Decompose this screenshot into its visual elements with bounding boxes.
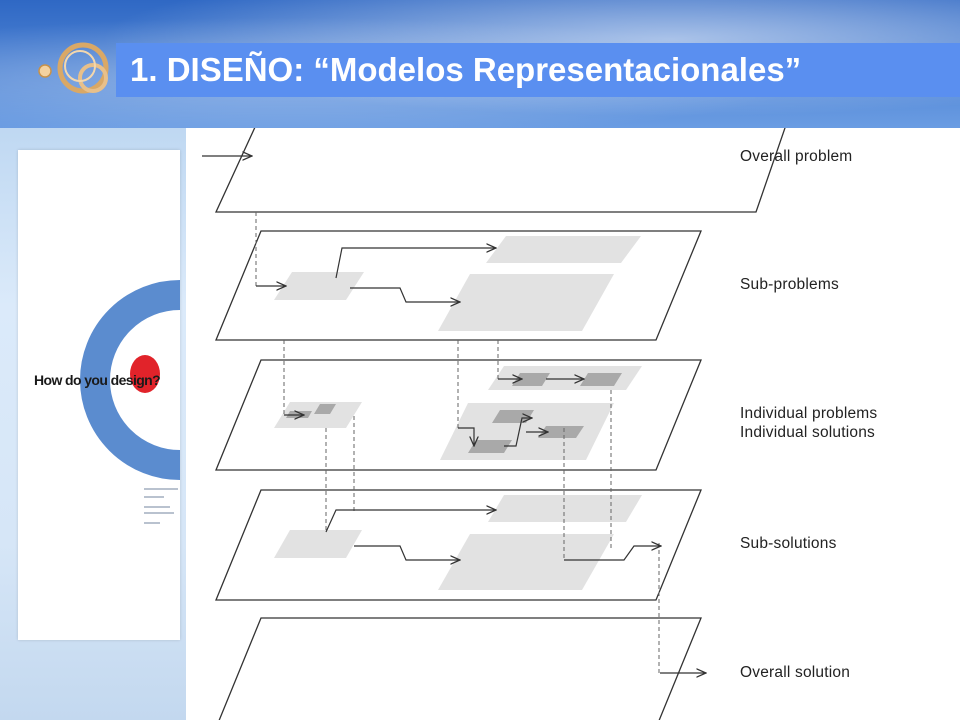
flow-arrow (504, 418, 532, 447)
block-dark (538, 426, 584, 438)
plane-overall-solution (218, 617, 702, 720)
dashed-connectors (255, 212, 660, 676)
book-heading: How do you design? (34, 372, 161, 388)
flow-arrow (335, 248, 496, 279)
plane-overall-problem (214, 128, 786, 213)
block-dark (468, 440, 512, 453)
flow-arrow (350, 287, 460, 302)
block (274, 402, 362, 428)
flow-arrow (458, 427, 474, 446)
level-label-individual-problems: Individual problems (740, 405, 878, 422)
level-label-sub-problems: Sub-problems (740, 276, 839, 293)
flow-arrow (564, 546, 661, 561)
book-cover-image: How do you design? (18, 150, 180, 640)
level-label-individual-solutions: Individual solutions (740, 424, 875, 441)
block (486, 236, 641, 263)
level-label-overall-problem: Overall problem (740, 148, 853, 165)
book-fine-print (144, 506, 170, 508)
flow-arrow (354, 545, 460, 560)
rings-logo-icon (38, 42, 109, 94)
level-label-sub-solutions: Sub-solutions (740, 535, 837, 552)
level-label-overall-solution: Overall solution (740, 664, 851, 681)
diagram-drawing (202, 128, 786, 720)
block-dark (314, 404, 336, 414)
flow-arrow (325, 510, 496, 533)
design-levels-diagram: Overall problem Sub-problems Individual … (186, 128, 960, 720)
block (274, 272, 364, 300)
book-fine-print (144, 512, 174, 514)
slide-title: 1. DISEÑO: “Modelos Representacionales” (130, 51, 802, 88)
book-fine-print (144, 488, 178, 490)
title-bar: 1. DISEÑO: “Modelos Representacionales” (116, 43, 960, 97)
book-fine-print (144, 522, 160, 524)
block (438, 274, 614, 331)
block (488, 495, 642, 522)
block (438, 534, 614, 590)
book-red-dot (130, 355, 160, 393)
block-dark (580, 373, 622, 386)
book-fine-print (144, 496, 164, 498)
block (274, 530, 362, 558)
